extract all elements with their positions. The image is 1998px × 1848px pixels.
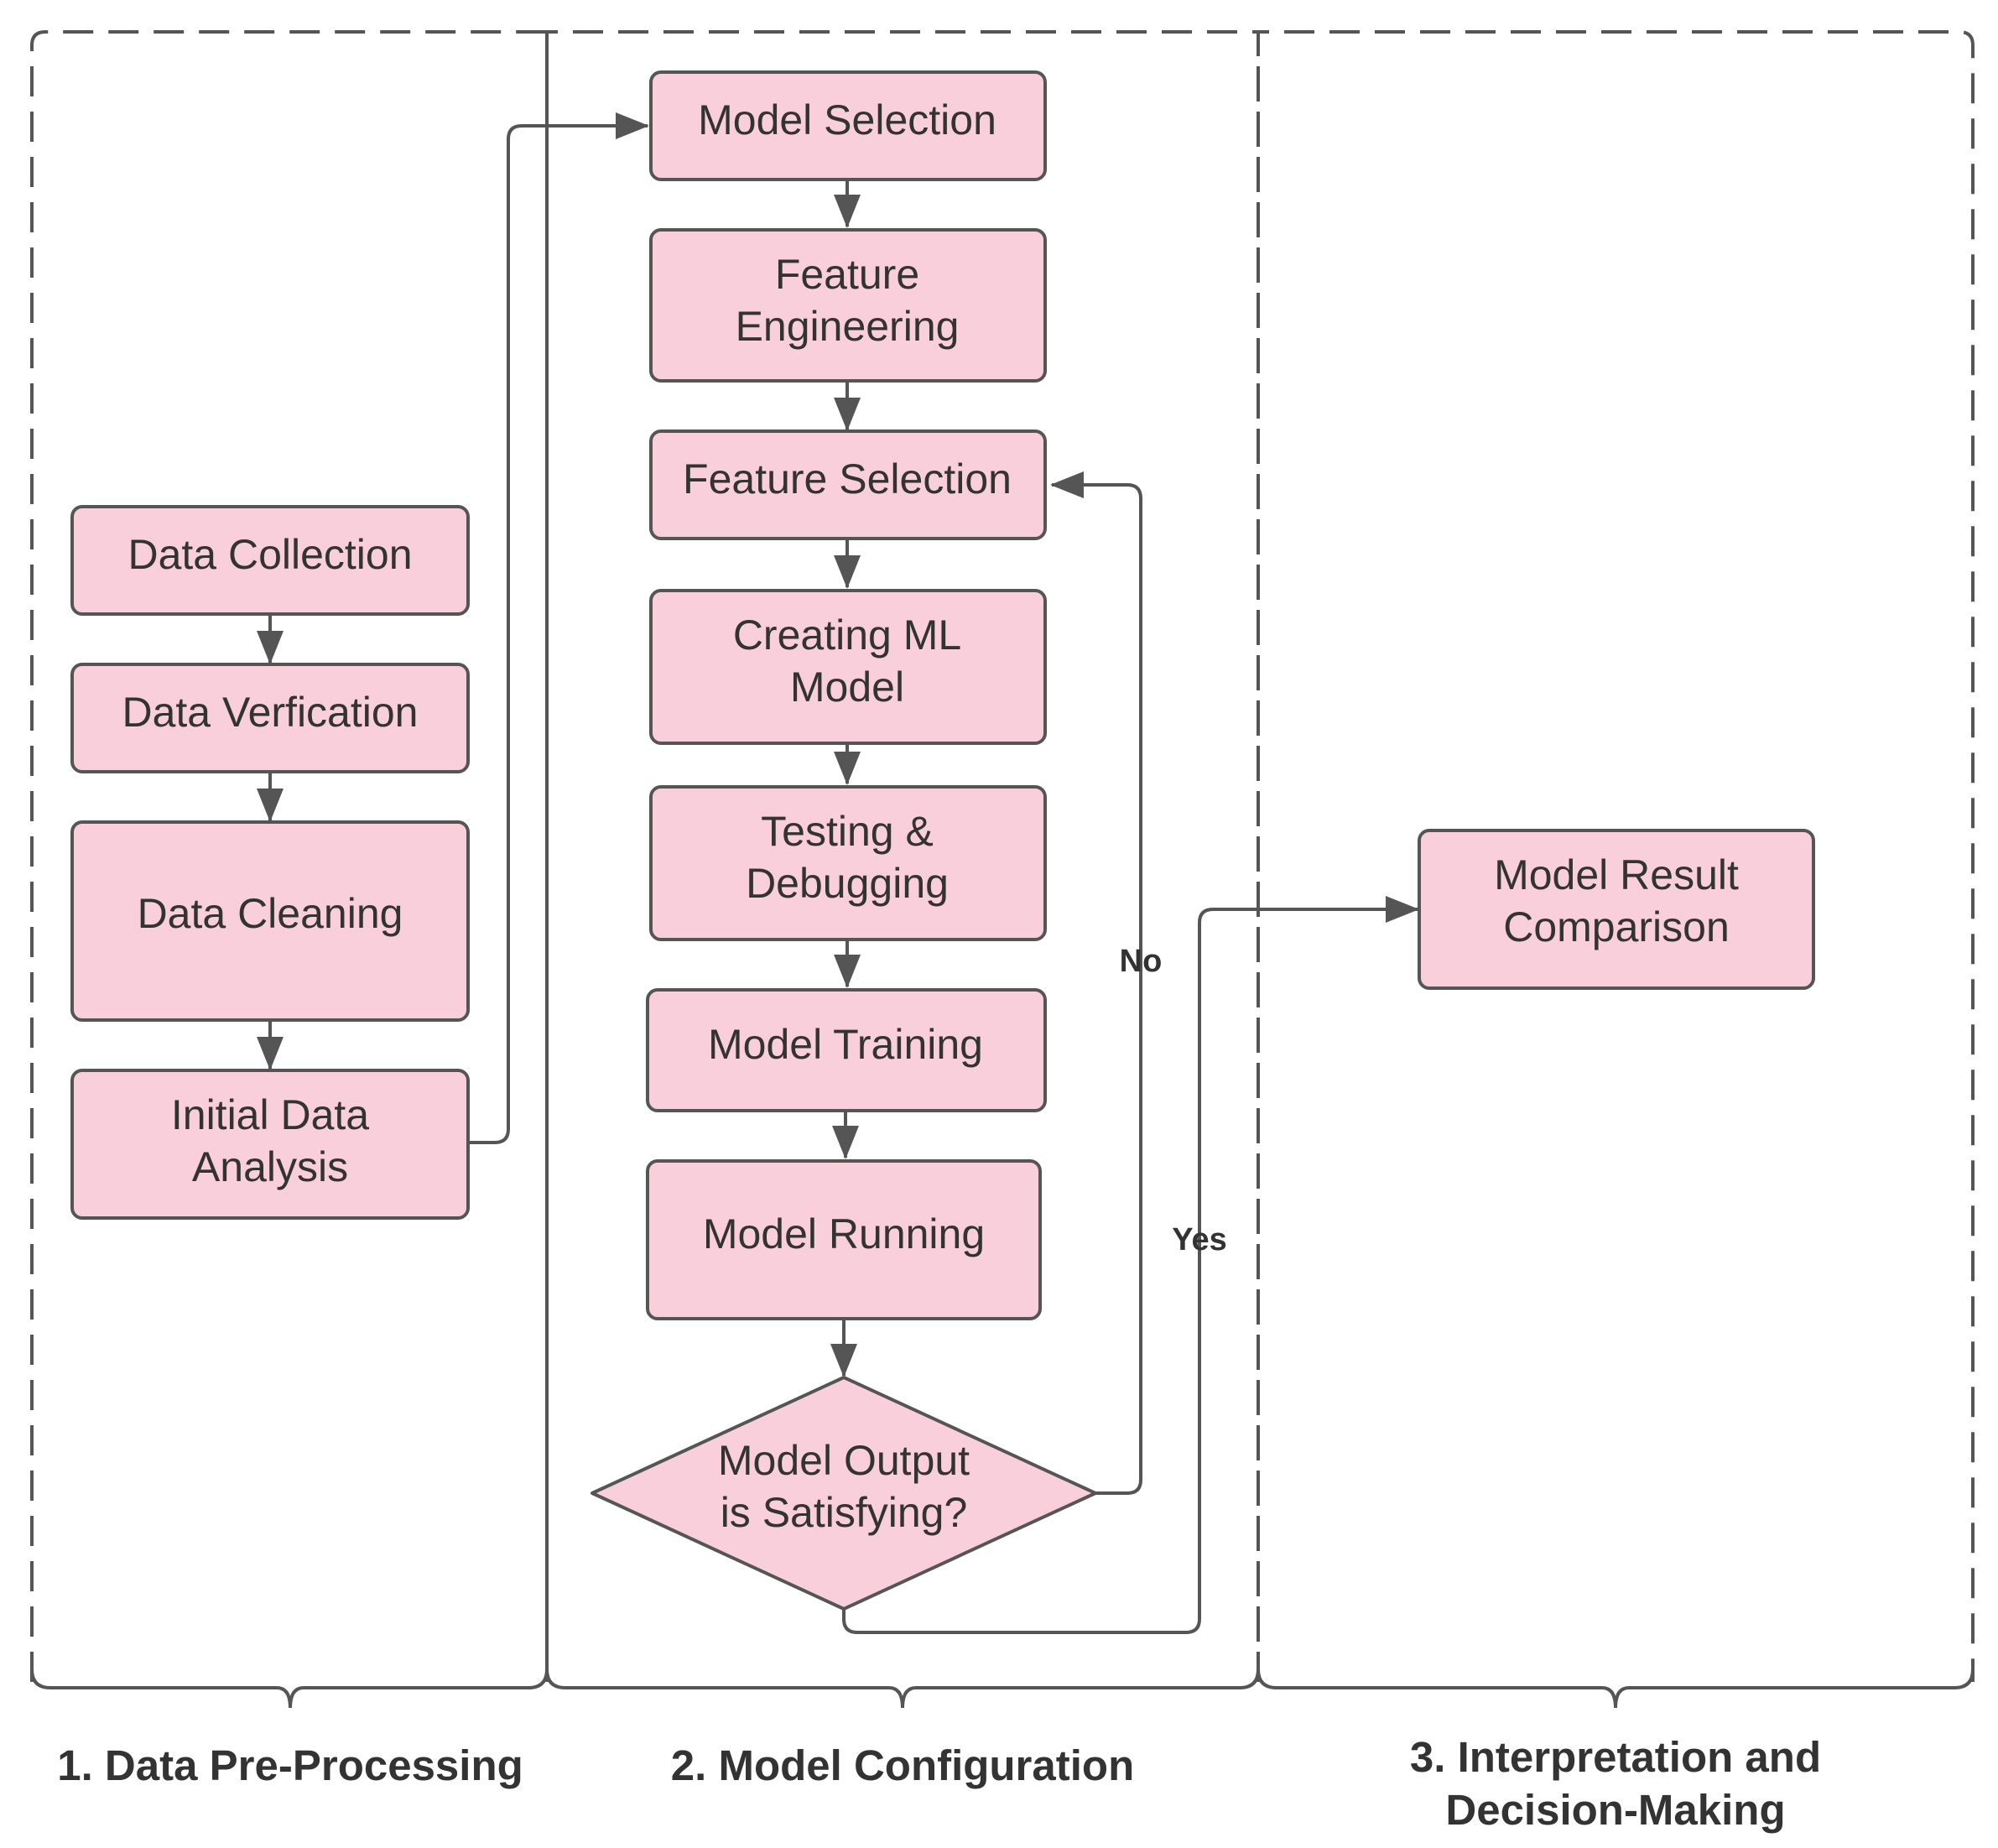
node-label: Data Cleaning xyxy=(138,890,403,937)
node-label-line2: Comparison xyxy=(1503,903,1730,950)
node-label-line2: Analysis xyxy=(192,1143,348,1190)
node-label-line1: Creating ML xyxy=(733,612,961,659)
node-label: Model Training xyxy=(708,1021,983,1068)
node-label-line1: Initial Data xyxy=(171,1091,369,1138)
node-label: Model Selection xyxy=(698,96,996,143)
node-label: Model Running xyxy=(703,1210,985,1257)
edge-decision-yes-to-comparison xyxy=(842,896,1419,1634)
section-1-brace xyxy=(30,1668,549,1709)
node-label: Data Collection xyxy=(127,531,412,578)
section-label-interpretation-line2: Decision-Making xyxy=(1445,1786,1785,1834)
node-model-training: Model Training xyxy=(646,988,1047,1112)
node-label: Data Verfication xyxy=(122,689,419,736)
section-1-boundary xyxy=(30,30,549,1682)
node-model-running: Model Running xyxy=(646,1159,1042,1320)
node-model-selection: Model Selection xyxy=(649,70,1047,181)
node-creating-ml-model: Creating ML Model xyxy=(649,589,1047,745)
section-2-brace xyxy=(545,1668,1260,1709)
node-data-verification: Data Verfication xyxy=(70,663,470,773)
section-boundaries xyxy=(30,30,1975,1682)
node-label: Feature Selection xyxy=(683,455,1012,502)
node-decision-output-satisfying: Model Output is Satisfying? xyxy=(591,1376,1097,1611)
node-label-line2: Model xyxy=(790,664,904,711)
section-label-interpretation-line1: 3. Interpretation and xyxy=(1410,1733,1821,1781)
node-label-line2: Engineering xyxy=(736,303,960,350)
node-data-cleaning: Data Cleaning xyxy=(70,820,470,1022)
node-feature-engineering: Feature Engineering xyxy=(649,228,1047,383)
node-label-line2: Debugging xyxy=(746,860,949,907)
node-label-line2: is Satisfying? xyxy=(721,1489,968,1536)
section-3-brace xyxy=(1257,1668,1975,1709)
section-label-model-configuration: 2. Model Configuration xyxy=(671,1741,1134,1789)
node-testing-debugging: Testing & Debugging xyxy=(649,785,1047,941)
node-label-line1: Model Output xyxy=(718,1437,970,1484)
node-feature-selection: Feature Selection xyxy=(649,429,1047,540)
edge-analysis-to-model-selection xyxy=(468,112,649,1144)
edge-decision-no-to-feature-selection xyxy=(1050,471,1142,1495)
node-model-result-comparison: Model Result Comparison xyxy=(1418,829,1815,990)
node-data-collection: Data Collection xyxy=(70,505,470,616)
node-label-line1: Model Result xyxy=(1494,851,1739,898)
section-3-boundary xyxy=(1257,30,1975,1682)
node-label-line1: Feature xyxy=(775,251,919,298)
edge-label-yes: Yes xyxy=(1172,1222,1227,1257)
connectors xyxy=(257,112,1419,1634)
section-label-pre-processing: 1. Data Pre-Processing xyxy=(57,1741,523,1789)
node-initial-data-analysis: Initial Data Analysis xyxy=(70,1069,470,1220)
section-braces xyxy=(30,1668,1975,1709)
node-label-line1: Testing & xyxy=(761,808,934,855)
edge-label-no: No xyxy=(1120,944,1163,979)
